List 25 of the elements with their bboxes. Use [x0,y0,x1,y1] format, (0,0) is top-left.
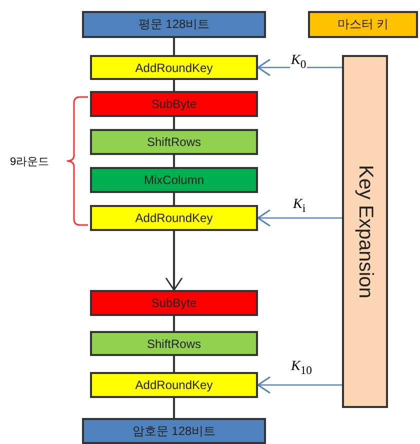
process-box: SubByte [90,290,258,316]
connector-line [173,398,175,418]
round-label: 9라운드 [10,155,50,169]
connector-line [173,38,175,55]
process-box: AddRoundKey [90,55,258,80]
process-box: ShiftRows [90,129,258,155]
connector-line [173,316,175,331]
ciphertext-box: 암호문 128비트 [82,418,266,444]
process-box: AddRoundKey [90,372,258,398]
process-box: MixColumn [90,167,258,193]
arrow [257,58,342,76]
arrow [257,376,342,394]
connector-line [173,155,175,167]
connector-line [173,193,175,205]
key-expansion-box: Key Expansion [342,55,388,408]
arrow [257,209,342,227]
process-box: ShiftRows [90,331,258,356]
key-box: 마스터 키 [308,11,418,38]
process-box: AddRoundKey [90,205,258,231]
connector-line [173,356,175,372]
connector-line [173,80,175,91]
plaintext-box: 평문 128비트 [82,11,266,38]
process-box: SubByte [90,91,258,117]
arrow [165,231,183,291]
connector-line [173,117,175,129]
